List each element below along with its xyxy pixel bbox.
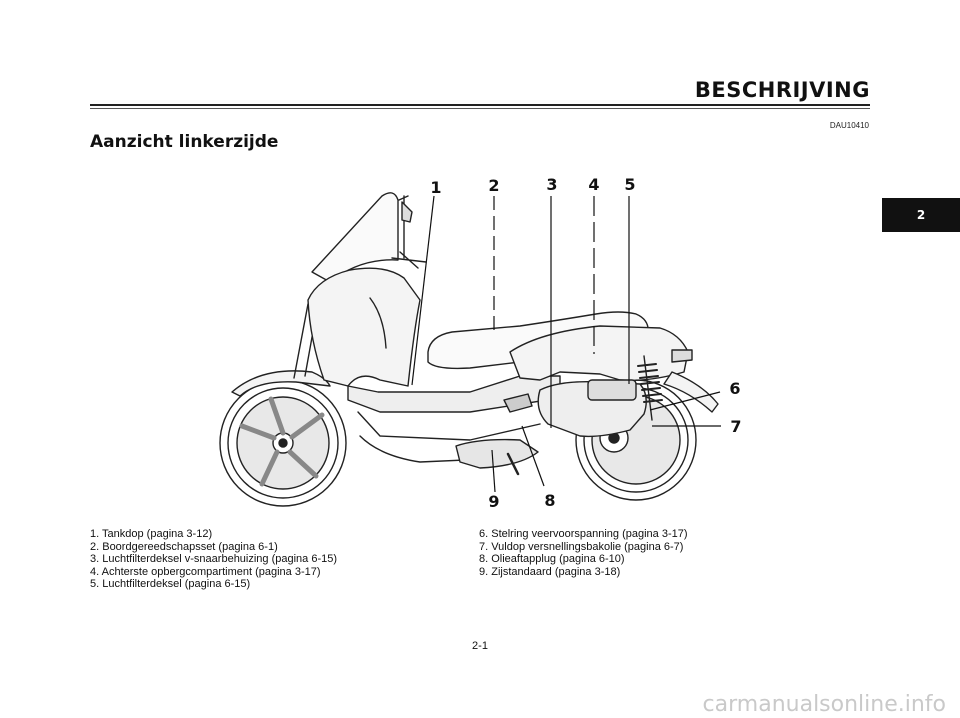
page-number: 2-1	[472, 640, 488, 652]
header-rule	[90, 104, 870, 106]
callout-3: 3	[546, 175, 557, 194]
chapter-tab: 2	[882, 198, 960, 232]
legend-item: 1. Tankdop (pagina 3-12)	[90, 528, 213, 540]
callout-2: 2	[488, 176, 499, 195]
callout-8: 8	[544, 491, 555, 510]
callout-1: 1	[430, 178, 441, 197]
header-rule-thin	[90, 108, 870, 109]
document-code: DAU10410	[829, 121, 869, 130]
scooter-illustration: 1 2 3 4 5 6 7 8 9	[219, 175, 742, 511]
legend-item: 5. Luchtfilterdeksel (pagina 6-15)	[90, 578, 251, 590]
legend-item: 7. Vuldop versnellingsbakolie (pagina 6-…	[479, 540, 684, 553]
callout-5: 5	[624, 175, 635, 194]
legend-item: 9. Zijstandaard (pagina 3-18)	[479, 565, 621, 578]
callout-6: 6	[729, 379, 740, 398]
section-title: BESCHRIJVING	[694, 78, 870, 102]
legend-item: 8. Olieaftapplug (pagina 6-10)	[479, 553, 625, 565]
page-heading: Aanzicht linkerzijde	[90, 132, 279, 152]
callout-9: 9	[488, 492, 499, 511]
legend-right: 6. Stelring veervoorspanning (pagina 3-1…	[479, 528, 688, 578]
legend-item: 4. Achterste opbergcompartiment (pagina …	[90, 565, 321, 578]
legend-left: 1. Tankdop (pagina 3-12) 2. Boordgereeds…	[90, 528, 337, 591]
legend-item: 2. Boordgereedschapsset (pagina 6-1)	[90, 540, 278, 553]
callout-7: 7	[730, 417, 741, 436]
legend-item: 6. Stelring veervoorspanning (pagina 3-1…	[479, 528, 688, 540]
watermark: carmanualsonline.info	[702, 692, 946, 717]
legend-item: 3. Luchtfilterdeksel v-snaarbehuizing (p…	[90, 553, 338, 565]
callout-4: 4	[588, 175, 599, 194]
